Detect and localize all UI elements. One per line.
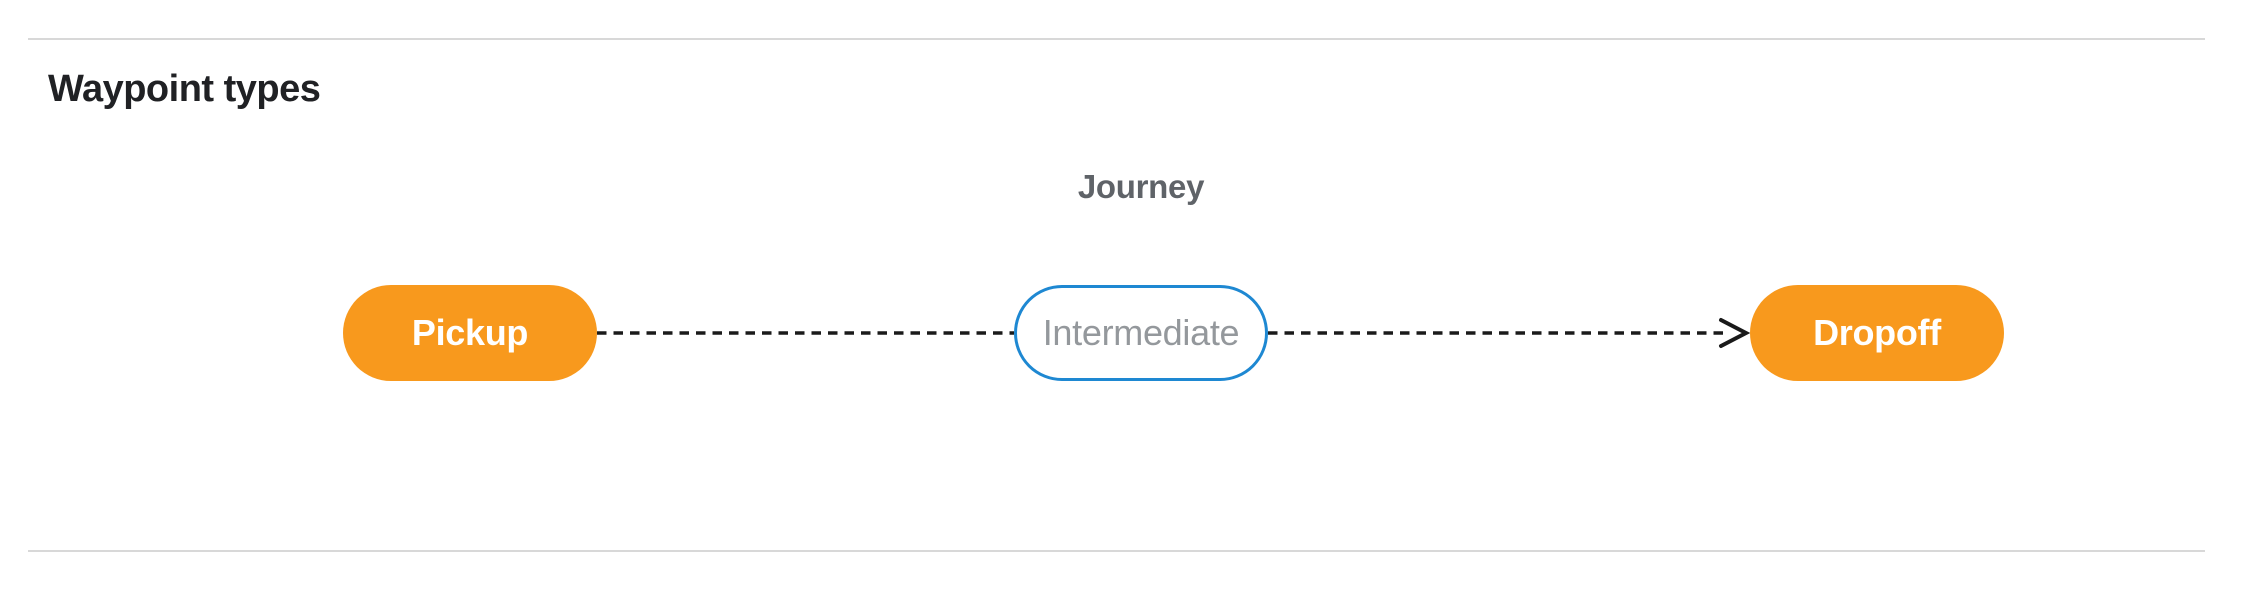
arrowhead-icon (1719, 318, 1751, 348)
page-title: Waypoint types (48, 68, 321, 110)
node-pickup-label: Pickup (411, 312, 529, 353)
bottom-divider (28, 550, 2205, 552)
top-divider (28, 38, 2205, 40)
node-pickup: Pickup (343, 285, 597, 381)
node-intermediate: Intermediate (1014, 285, 1268, 381)
node-intermediate-label: Intermediate (1042, 312, 1240, 353)
node-dropoff: Dropoff (1750, 285, 2004, 381)
node-dropoff-label: Dropoff (1813, 312, 1941, 353)
journey-group-label: Journey (1077, 168, 1205, 205)
